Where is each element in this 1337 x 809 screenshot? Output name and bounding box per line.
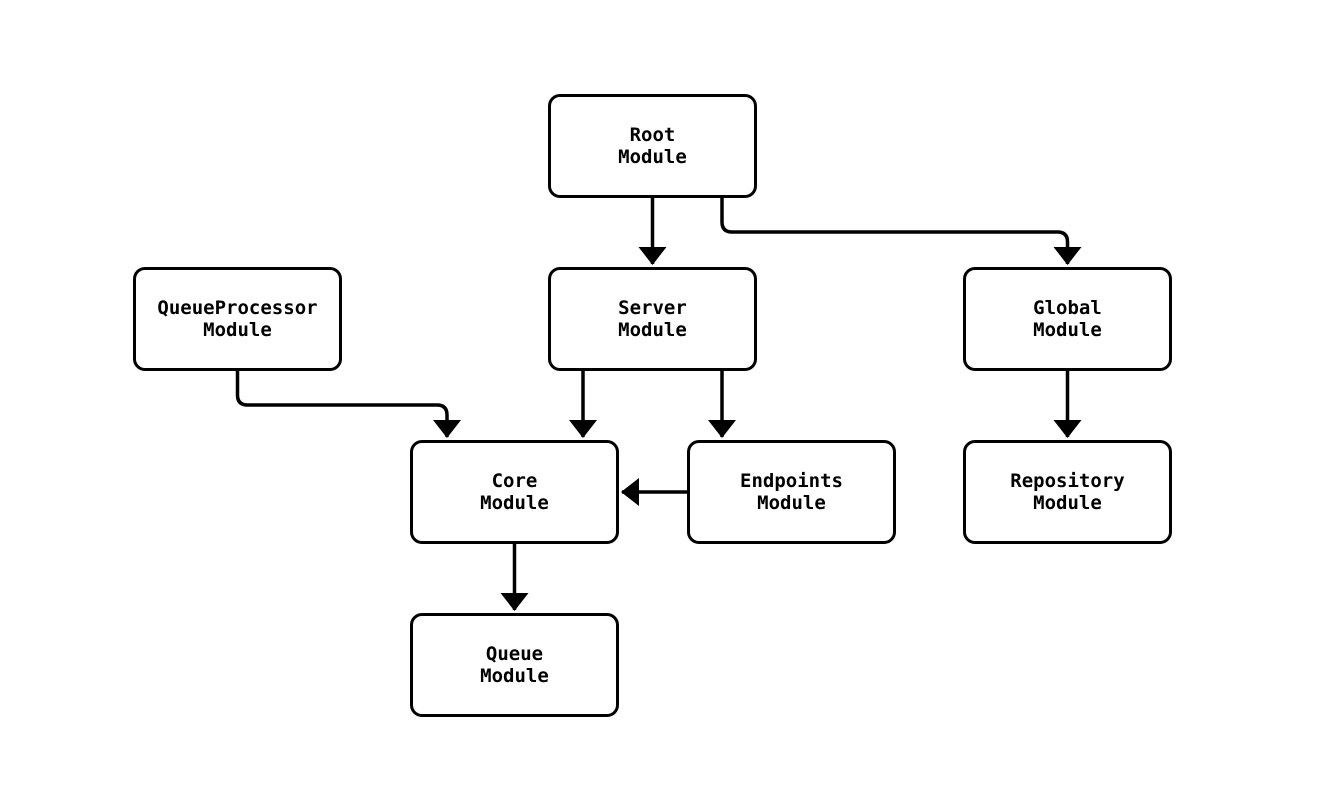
node-global-module: Global Module [963, 267, 1172, 371]
node-root-module: Root Module [548, 94, 757, 198]
node-server-module: Server Module [548, 267, 757, 371]
node-core-module: Core Module [410, 440, 619, 544]
node-repository-module-label: Repository Module [1010, 470, 1125, 514]
node-core-module-label: Core Module [480, 470, 549, 514]
node-repository-module: Repository Module [963, 440, 1172, 544]
edge-queueprocessor-to-core [235, 370, 461, 438]
node-queueprocessor-module-label: QueueProcessor Module [157, 297, 318, 341]
node-global-module-label: Global Module [1033, 297, 1102, 341]
edge-root-to-global [720, 197, 1082, 265]
node-endpoints-module-label: Endpoints Module [740, 470, 843, 514]
node-queue-module: Queue Module [410, 613, 619, 717]
node-queue-module-label: Queue Module [480, 643, 549, 687]
node-endpoints-module: Endpoints Module [687, 440, 896, 544]
node-root-module-label: Root Module [618, 124, 687, 168]
node-queueprocessor-module: QueueProcessor Module [133, 267, 342, 371]
node-server-module-label: Server Module [618, 297, 687, 341]
